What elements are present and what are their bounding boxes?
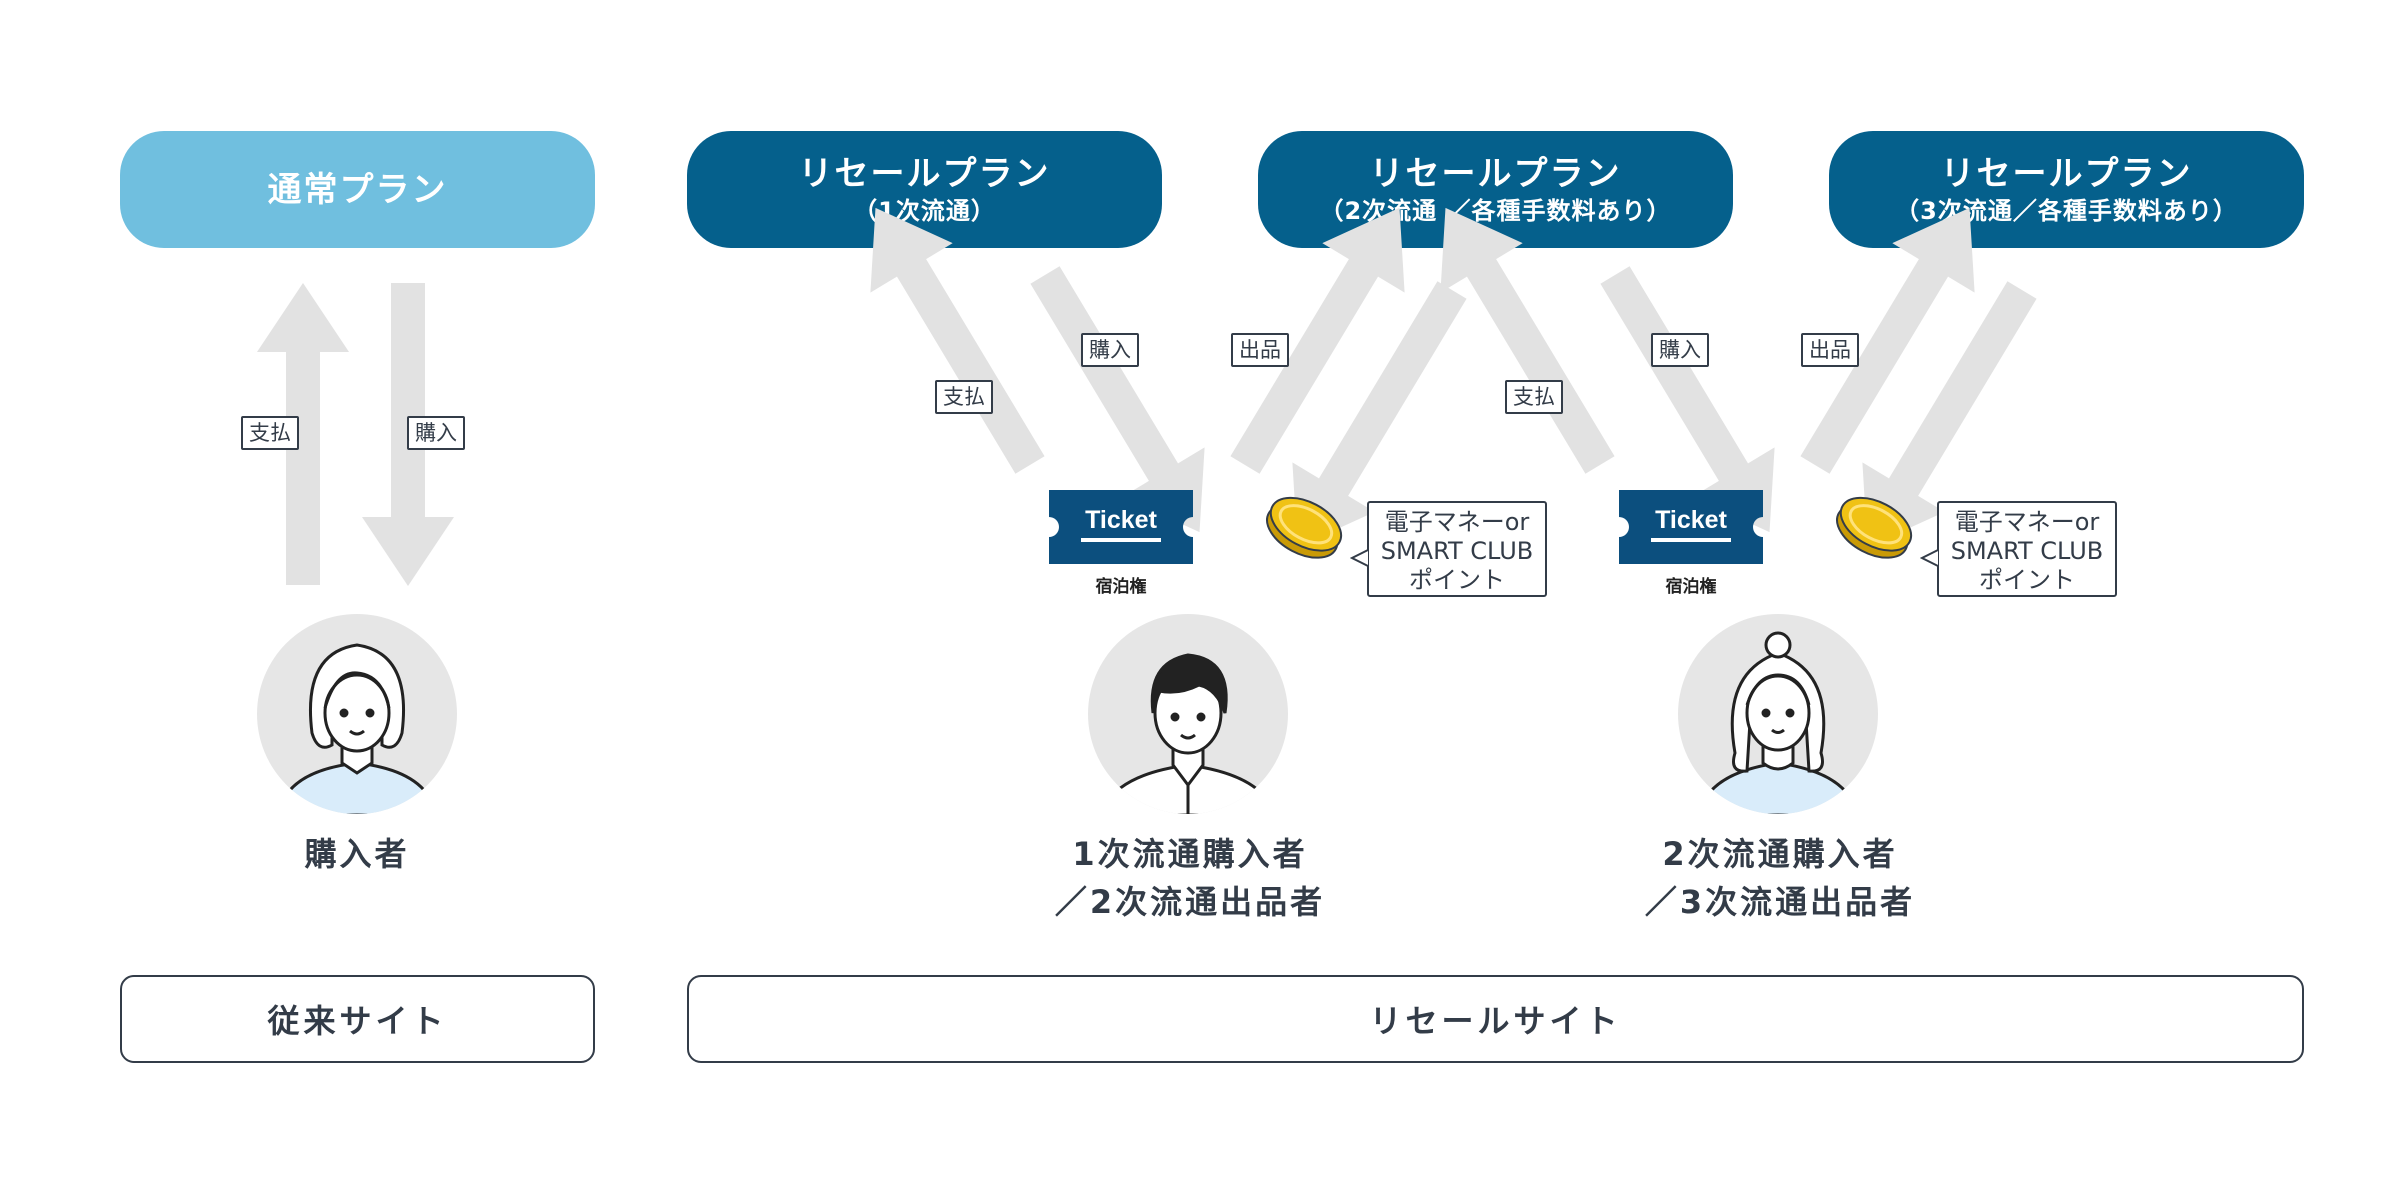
tag-buy-3: 購入 — [1651, 333, 1709, 367]
tag-sell-2: 出品 — [1231, 333, 1289, 367]
ticket-icon: Ticket — [1619, 490, 1763, 564]
point-line3: ポイント — [1409, 566, 1505, 594]
person-1st-line2: ／2次流通出品者 — [1054, 883, 1326, 921]
avatar-man-icon — [1088, 614, 1288, 814]
ticket-icon: Ticket — [1049, 490, 1193, 564]
coin-icon — [1266, 496, 1343, 559]
person-label-buyer: 購入者 — [304, 835, 410, 873]
point-line1: 電子マネーor — [1954, 508, 2100, 536]
point-balloon-2: 電子マネーor SMART CLUB ポイント — [1937, 501, 2117, 597]
plan-resale-2-title: リセールプラン — [1369, 153, 1622, 194]
svg-text:Ticket: Ticket — [1655, 506, 1727, 534]
balloon-pointer — [1350, 549, 1369, 567]
person-2nd-line2: ／3次流通出品者 — [1644, 883, 1916, 921]
coin-icon — [1836, 496, 1913, 559]
plan-resale-1-title: リセールプラン — [798, 153, 1051, 194]
person-2nd-line1: 2次流通購入者 — [1662, 835, 1898, 873]
point-balloon-1: 電子マネーor SMART CLUB ポイント — [1367, 501, 1547, 597]
person-label-2nd-buyer: 2次流通購入者 ／3次流通出品者 — [1630, 830, 1930, 926]
arrow-pay-to-plan1 — [834, 183, 1072, 490]
tag-pay-1: 支払 — [241, 416, 299, 450]
avatar-woman2-icon — [1678, 614, 1878, 814]
point-line3: ポイント — [1979, 566, 2075, 594]
point-line1: 電子マネーor — [1384, 508, 1530, 536]
point-line2: SMART CLUB — [1950, 537, 2104, 565]
person-label-1st-buyer: 1次流通購入者 ／2次流通出品者 — [1040, 830, 1340, 926]
site-legacy: 従来サイト — [120, 975, 595, 1063]
ticket-caption: 宿泊権 — [1095, 577, 1147, 597]
tag-buy-1: 購入 — [407, 416, 465, 450]
tag-pay-3: 支払 — [1505, 380, 1563, 414]
avatar-woman-icon — [257, 614, 457, 814]
tag-buy-2: 購入 — [1081, 333, 1139, 367]
svg-text:Ticket: Ticket — [1085, 506, 1157, 534]
plan-normal-title: 通常プラン — [267, 169, 448, 210]
balloon-pointer — [1920, 549, 1939, 567]
ticket-2: Ticket 宿泊権 — [1619, 490, 1763, 597]
plan-resale-3-title: リセールプラン — [1940, 153, 2193, 194]
tag-sell-3: 出品 — [1801, 333, 1859, 367]
point-line2: SMART CLUB — [1380, 537, 1534, 565]
person-1st-line1: 1次流通購入者 — [1072, 835, 1308, 873]
arrow-up-pay — [257, 283, 349, 585]
site-resale: リセールサイト — [687, 975, 2304, 1063]
tag-pay-2: 支払 — [935, 380, 993, 414]
ticket-caption: 宿泊権 — [1665, 577, 1717, 597]
ticket-1: Ticket 宿泊権 — [1049, 490, 1193, 597]
plan-resale-3: リセールプラン （3次流通／各種手数料あり） — [1829, 131, 2304, 248]
plan-normal: 通常プラン — [120, 131, 595, 248]
